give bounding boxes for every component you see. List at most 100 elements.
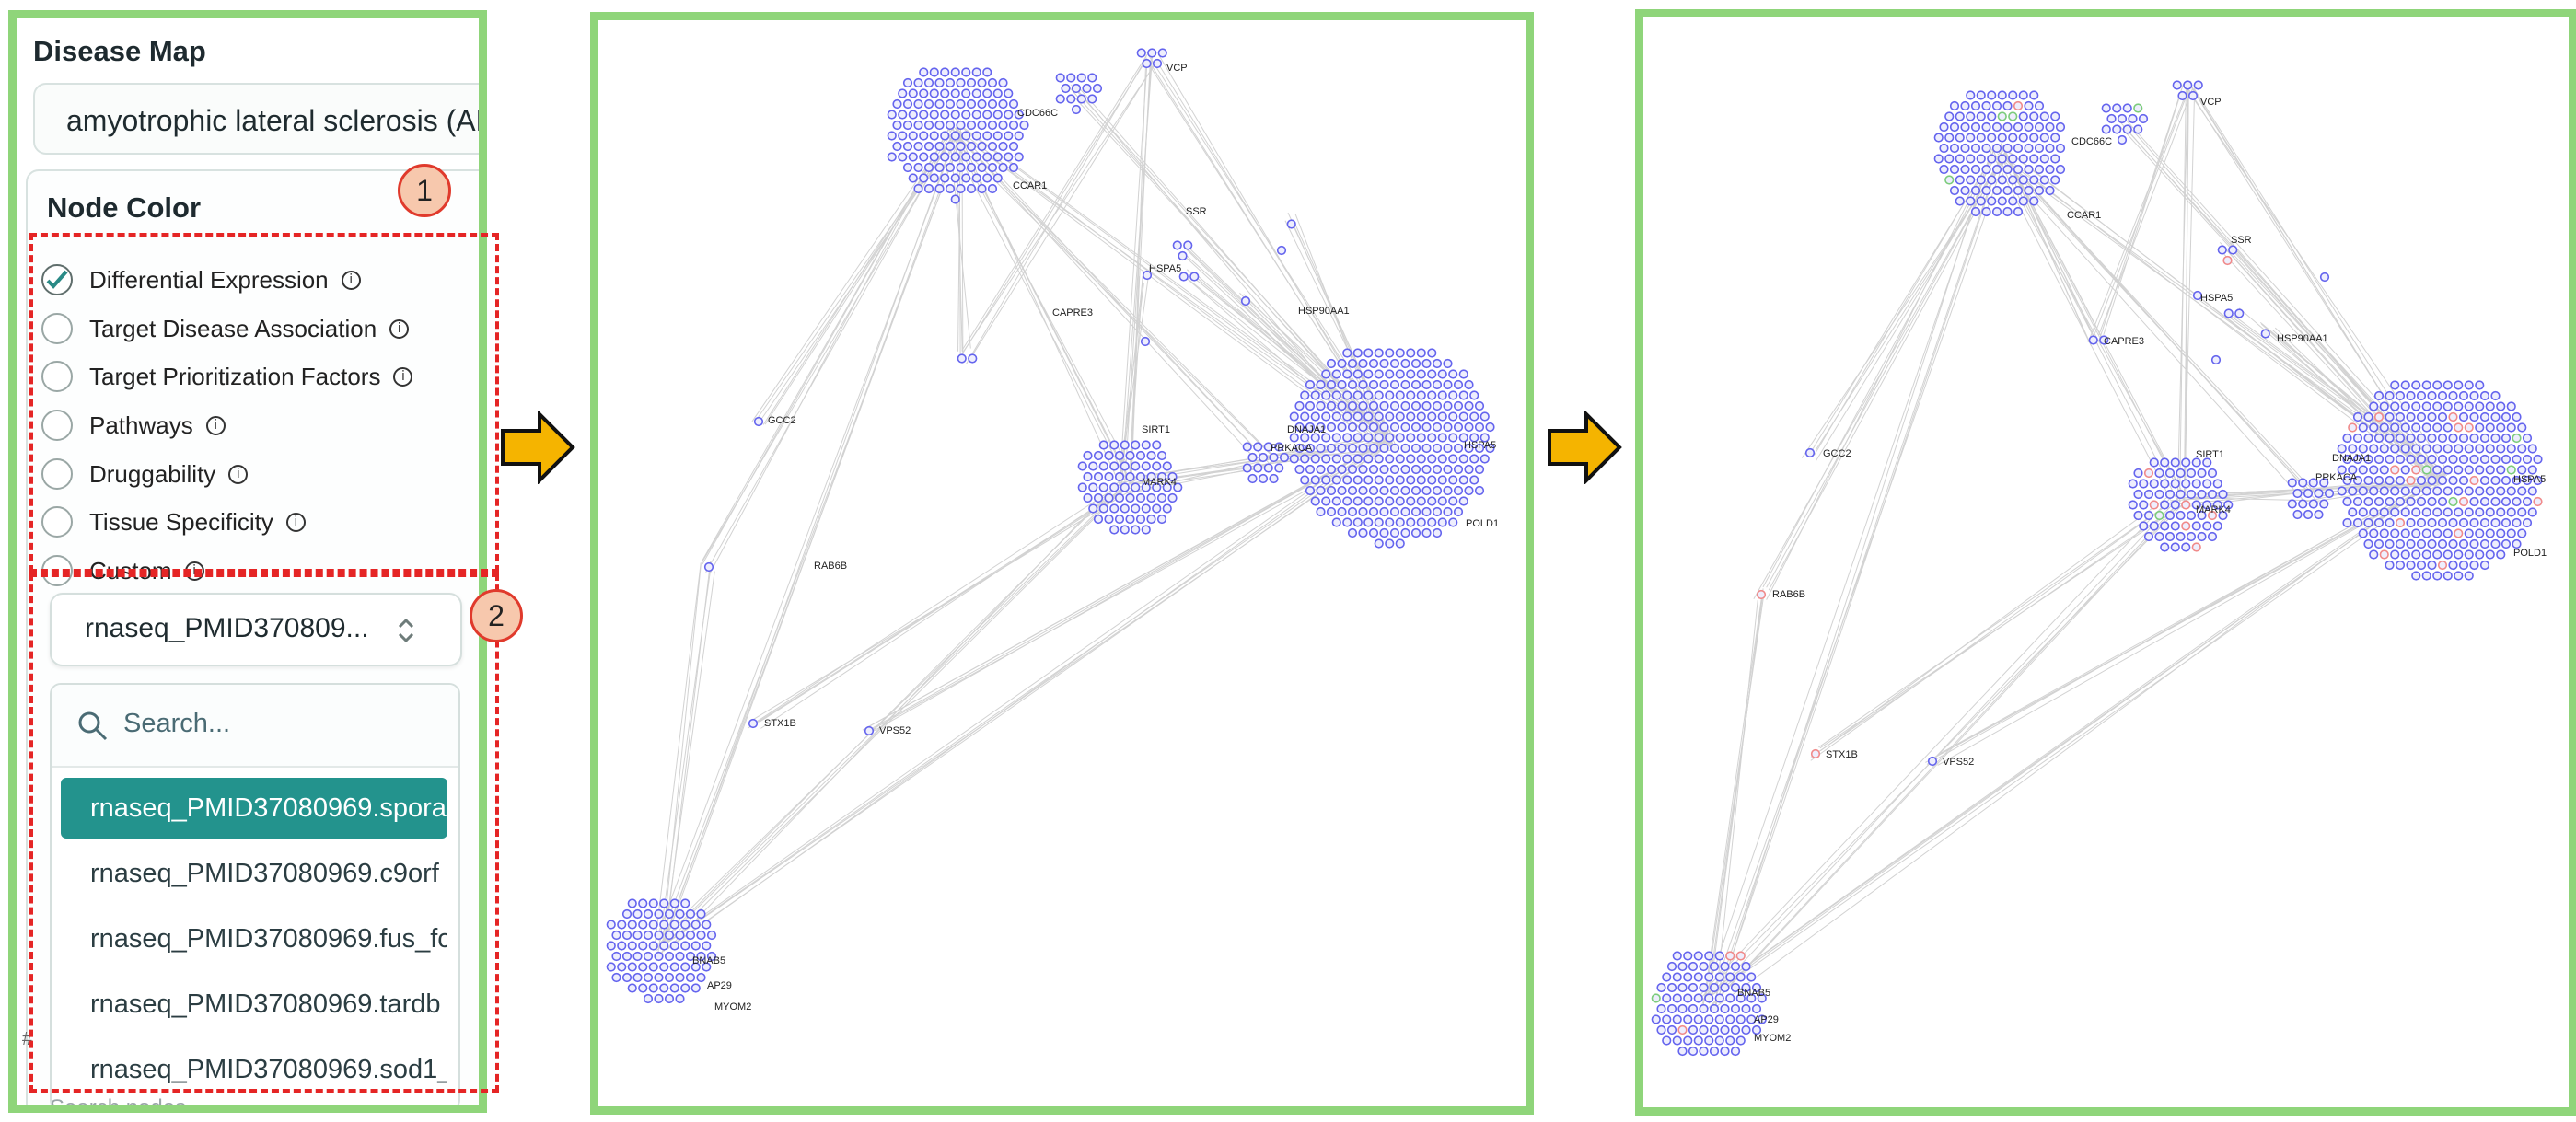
graph-node[interactable] bbox=[1269, 473, 1279, 484]
graph-node[interactable] bbox=[2469, 560, 2479, 571]
graph-node[interactable] bbox=[961, 110, 971, 120]
graph-node[interactable] bbox=[1981, 206, 1991, 217]
graph-node[interactable] bbox=[982, 152, 992, 162]
graph-node[interactable] bbox=[2008, 175, 2018, 185]
graph-node[interactable] bbox=[2443, 549, 2453, 560]
graph-node[interactable] bbox=[1379, 443, 1389, 454]
graph-node[interactable] bbox=[1944, 154, 1955, 164]
graph-node[interactable] bbox=[1981, 164, 1991, 175]
graph-node[interactable] bbox=[680, 920, 690, 930]
graph-node[interactable] bbox=[2437, 496, 2448, 507]
graph-node[interactable] bbox=[2475, 422, 2485, 433]
graph-node[interactable] bbox=[1735, 1014, 1746, 1024]
graph-node[interactable] bbox=[2395, 517, 2406, 528]
graph-node[interactable] bbox=[606, 941, 616, 951]
graph-node[interactable] bbox=[1368, 485, 1379, 496]
graph-node[interactable] bbox=[1093, 514, 1104, 525]
graph-node[interactable] bbox=[2192, 290, 2203, 301]
graph-node[interactable] bbox=[971, 88, 981, 98]
graph-node[interactable] bbox=[621, 951, 632, 962]
graph-node[interactable] bbox=[2143, 531, 2154, 542]
graph-node[interactable] bbox=[2464, 465, 2474, 475]
graph-node[interactable] bbox=[2385, 390, 2395, 401]
graph-node[interactable] bbox=[1421, 485, 1432, 496]
graph-node[interactable] bbox=[1331, 433, 1341, 443]
graph-node[interactable] bbox=[977, 120, 987, 131]
graph-node[interactable] bbox=[1316, 485, 1326, 496]
graph-node[interactable] bbox=[1337, 358, 1347, 369]
graph-node[interactable] bbox=[2458, 496, 2469, 507]
graph-node[interactable] bbox=[2133, 468, 2143, 479]
graph-node[interactable] bbox=[1709, 1024, 1720, 1035]
graph-node[interactable] bbox=[1352, 390, 1363, 400]
graph-node[interactable] bbox=[1389, 464, 1400, 475]
graph-node[interactable] bbox=[2485, 528, 2495, 538]
graph-node[interactable] bbox=[611, 930, 621, 941]
graph-node[interactable] bbox=[1331, 496, 1341, 506]
graph-node[interactable] bbox=[1432, 443, 1443, 454]
graph-node[interactable] bbox=[898, 110, 908, 120]
graph-node[interactable] bbox=[1421, 358, 1432, 369]
graph-node[interactable] bbox=[1725, 1014, 1735, 1024]
graph-node[interactable] bbox=[1421, 443, 1432, 454]
graph-node[interactable] bbox=[1666, 982, 1677, 993]
graph-node[interactable] bbox=[1326, 400, 1337, 411]
graph-node[interactable] bbox=[2421, 571, 2431, 581]
graph-node[interactable] bbox=[1966, 133, 1976, 143]
graph-node[interactable] bbox=[2432, 571, 2443, 581]
graph-node[interactable] bbox=[1142, 58, 1152, 69]
graph-node[interactable] bbox=[1305, 485, 1316, 496]
graph-node[interactable] bbox=[1677, 961, 1688, 972]
graph-node[interactable] bbox=[1997, 90, 2007, 100]
graph-node[interactable] bbox=[1666, 1024, 1677, 1035]
graph-node[interactable] bbox=[627, 898, 637, 908]
graph-node[interactable] bbox=[2170, 542, 2180, 552]
graph-node[interactable] bbox=[1741, 1024, 1751, 1035]
graph-node[interactable] bbox=[1146, 514, 1156, 525]
graph-node[interactable] bbox=[1135, 471, 1146, 482]
info-icon[interactable]: i bbox=[285, 512, 306, 532]
graph-node[interactable] bbox=[1141, 461, 1151, 471]
graph-node[interactable] bbox=[2181, 457, 2191, 468]
graph-node[interactable] bbox=[1960, 185, 1970, 196]
graph-node[interactable] bbox=[627, 941, 637, 951]
graph-node[interactable] bbox=[706, 951, 717, 962]
graph-node[interactable] bbox=[2458, 433, 2469, 444]
graph-node[interactable] bbox=[1987, 175, 1997, 185]
graph-node[interactable] bbox=[2411, 380, 2421, 390]
graph-node[interactable] bbox=[2369, 486, 2379, 496]
graph-node[interactable] bbox=[2517, 486, 2527, 496]
graph-node[interactable] bbox=[1289, 411, 1299, 422]
graph-node[interactable] bbox=[1720, 1024, 1730, 1035]
graph-node[interactable] bbox=[1300, 433, 1310, 443]
graph-node[interactable] bbox=[2193, 80, 2203, 90]
graph-node[interactable] bbox=[1321, 475, 1331, 485]
graph-node[interactable] bbox=[1093, 492, 1104, 503]
graph-node[interactable] bbox=[2411, 422, 2421, 433]
graph-node[interactable] bbox=[2379, 528, 2389, 538]
graph-node[interactable] bbox=[2342, 475, 2352, 486]
graph-node[interactable] bbox=[1949, 143, 1960, 154]
graph-node[interactable] bbox=[2506, 422, 2516, 433]
graph-node[interactable] bbox=[1374, 454, 1384, 464]
graph-node[interactable] bbox=[2002, 143, 2013, 154]
graph-node[interactable] bbox=[1720, 961, 1730, 972]
graph-node[interactable] bbox=[1421, 400, 1432, 411]
graph-node[interactable] bbox=[1704, 1035, 1714, 1046]
graph-node[interactable] bbox=[2512, 475, 2522, 486]
graph-node[interactable] bbox=[1368, 464, 1379, 475]
graph-node[interactable] bbox=[950, 88, 960, 98]
graph-node[interactable] bbox=[2164, 468, 2176, 479]
graph-node[interactable] bbox=[1751, 1003, 1762, 1014]
graph-node[interactable] bbox=[1395, 390, 1405, 400]
graph-node[interactable] bbox=[664, 972, 675, 983]
graph-node[interactable] bbox=[929, 110, 939, 120]
node-label[interactable]: BNAB5 bbox=[692, 955, 725, 966]
dataset-option[interactable]: rnaseq_PMID37080969.fus_fc bbox=[90, 924, 447, 954]
graph-node[interactable] bbox=[1406, 517, 1416, 527]
graph-node[interactable] bbox=[1432, 485, 1443, 496]
graph-node[interactable] bbox=[2160, 479, 2170, 489]
graph-node[interactable] bbox=[1458, 496, 1468, 506]
graph-node[interactable] bbox=[987, 162, 998, 173]
